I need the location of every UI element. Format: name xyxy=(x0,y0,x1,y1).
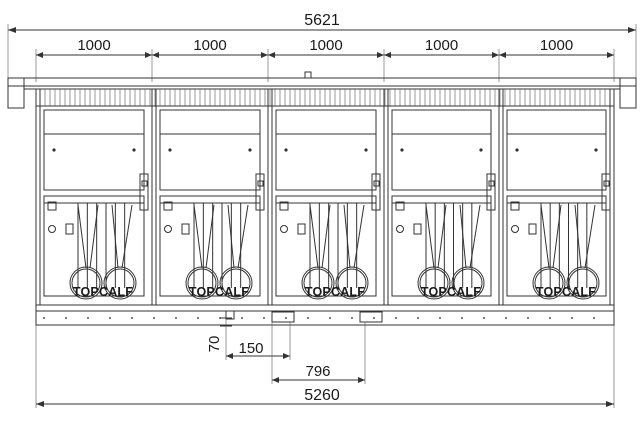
calf-pen-2: TOPCALF xyxy=(151,88,265,306)
base-width-label: 5260 xyxy=(304,387,340,404)
step-depth-label: 150 xyxy=(238,340,263,357)
step-height-label: 70 xyxy=(206,336,223,353)
base-frame xyxy=(35,304,615,326)
module-width-label-3: 1000 xyxy=(309,37,342,54)
overall-width-label: 5621 xyxy=(304,12,340,29)
calf-pen-1: TOPCALF xyxy=(35,88,149,306)
calf-pen-4: TOPCALF xyxy=(383,88,496,306)
module-width-label-5: 1000 xyxy=(540,37,573,54)
module-width-label-2: 1000 xyxy=(193,37,226,54)
calf-pens: TOPCALF TOPCALF TOPCALF TOPCALF TOPCALF xyxy=(35,88,615,306)
step-depth-dimension: 150 xyxy=(226,322,291,360)
base-dimension: 5260 xyxy=(35,325,615,408)
brand-label-5: TOPCALF xyxy=(536,285,596,299)
opening-width-dimension: 796 xyxy=(271,322,366,384)
brand-label-3: TOPCALF xyxy=(305,285,365,299)
brand-label-1: TOPCALF xyxy=(73,285,133,299)
calf-pen-3: TOPCALF xyxy=(267,88,381,306)
calf-pen-5: TOPCALF xyxy=(498,88,615,306)
step-height-dimension: 70 xyxy=(206,317,232,360)
module-width-label-4: 1000 xyxy=(425,37,458,54)
module-dimension-row: 1000 1000 1000 1000 1000 xyxy=(35,37,615,82)
brand-label-4: TOPCALF xyxy=(421,285,481,299)
opening-width-label: 796 xyxy=(305,363,330,380)
roof xyxy=(7,71,637,109)
module-width-label-1: 1000 xyxy=(77,37,110,54)
overall-dimension: 5621 xyxy=(7,12,637,78)
brand-label-2: TOPCALF xyxy=(189,285,249,299)
